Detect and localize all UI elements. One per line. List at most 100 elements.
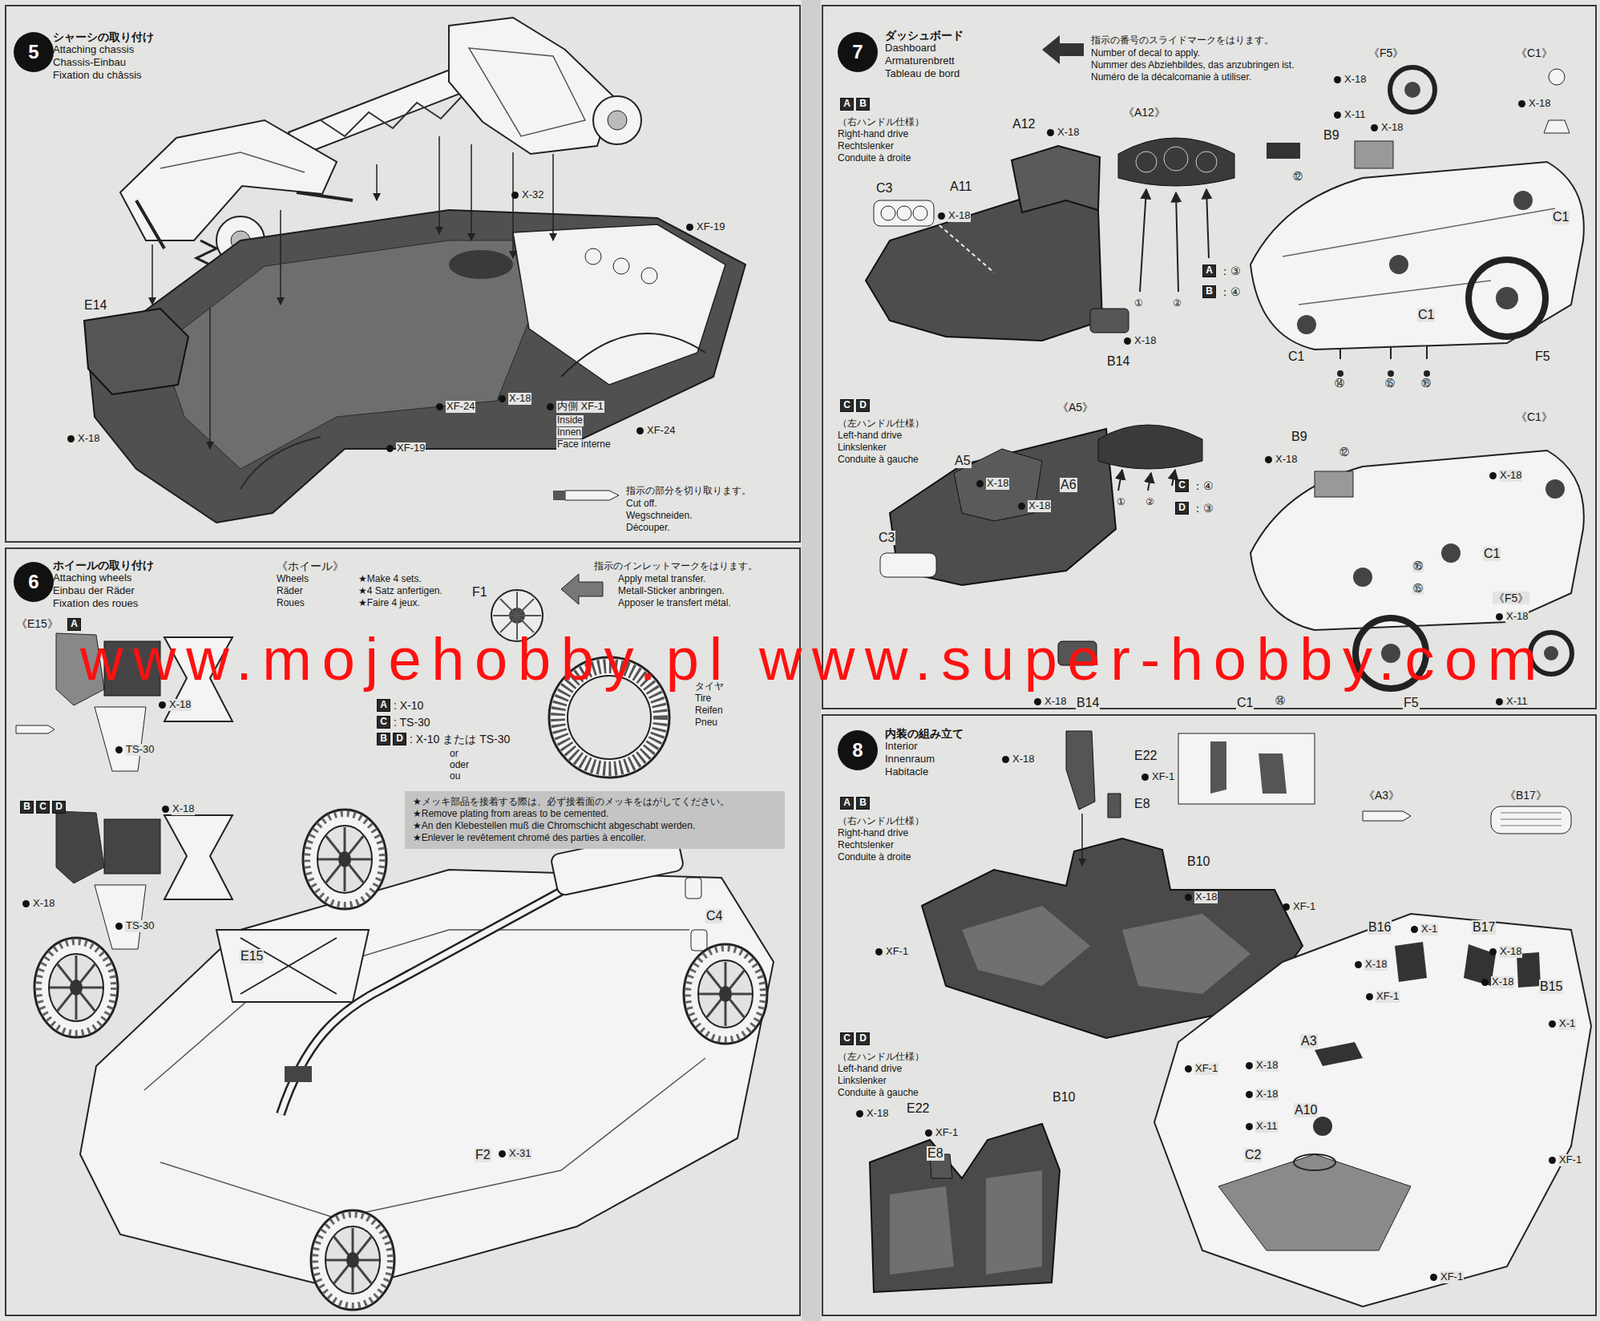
instruction-text: ② bbox=[1144, 496, 1156, 509]
step-number: 5 bbox=[28, 42, 39, 62]
section-label: 《C1》 bbox=[1515, 46, 1554, 60]
interior-assembly bbox=[1394, 941, 1427, 982]
interior-assembly bbox=[1293, 1154, 1336, 1171]
section-label: 《ホイール》 bbox=[275, 559, 345, 573]
tire bbox=[567, 675, 651, 760]
wheel-f1 bbox=[491, 589, 543, 642]
tire bbox=[549, 657, 670, 778]
step-heading: Attaching wheels bbox=[52, 571, 154, 585]
part-e15-a bbox=[16, 633, 233, 772]
dashboard-rhd bbox=[865, 137, 1235, 341]
part-e15-bcd bbox=[94, 884, 146, 950]
part-e15-a bbox=[56, 633, 105, 706]
paint-choice: : X-10 bbox=[392, 698, 425, 712]
instruction-text: Apposer le transfert métal. bbox=[617, 597, 732, 610]
instruction-text: Räder bbox=[275, 585, 304, 598]
instruction-text: タイヤ bbox=[694, 681, 725, 693]
instruction-text: ⑫ bbox=[1338, 447, 1350, 459]
interior-assembly bbox=[1314, 1042, 1363, 1067]
section-label: 《F5》 bbox=[1367, 46, 1405, 60]
part-e15-a bbox=[94, 707, 146, 772]
paint-code: X-18 bbox=[1498, 469, 1523, 482]
step-heading: シャーシの取り付け bbox=[52, 30, 154, 44]
part-number: A10 bbox=[1293, 1103, 1318, 1118]
caution-text: ★An den Klebestellen muß die Chromschich… bbox=[412, 820, 777, 833]
assembly-arrows bbox=[512, 152, 514, 259]
dashboard-assembly-lhd bbox=[1545, 479, 1565, 499]
interior-assembly bbox=[1154, 913, 1592, 1307]
car-underside bbox=[284, 1066, 312, 1083]
part-number: B14 bbox=[1075, 695, 1100, 711]
small-parts bbox=[1490, 806, 1572, 834]
part-number: B10 bbox=[1051, 1090, 1076, 1105]
wheels bbox=[303, 809, 387, 910]
paint-code: X-11 bbox=[1505, 695, 1529, 708]
text-group: 内装の組み立てInteriorInnenraumHabitacle bbox=[884, 727, 964, 779]
step-heading: Fixation des roues bbox=[52, 597, 154, 611]
dashboard-rhd bbox=[933, 220, 994, 273]
car-underside bbox=[280, 891, 562, 1115]
steering-wheel-top bbox=[1389, 67, 1435, 113]
instruction-text: （右ハンドル仕様） bbox=[836, 117, 926, 129]
paint-code: X-18 bbox=[171, 803, 195, 816]
dashboard-rhd bbox=[913, 206, 928, 221]
version-letter-box: D bbox=[52, 800, 66, 814]
instruction-text: ⑭ bbox=[1333, 378, 1346, 390]
instruction-text: Left-hand drive bbox=[836, 1063, 903, 1075]
paint-code: X-18 bbox=[1490, 976, 1515, 989]
step-heading: Innenraum bbox=[884, 752, 964, 766]
part-number: F5 bbox=[1402, 695, 1420, 711]
paint-choice: ：④ bbox=[1218, 285, 1242, 299]
instruction-text: Rechtslenker bbox=[836, 840, 895, 852]
dashboard-assembly-lhd bbox=[1381, 643, 1401, 663]
version-letter-box: D bbox=[856, 1032, 870, 1046]
version-letter-box: D bbox=[856, 399, 870, 413]
paint-code: XF-24 bbox=[646, 424, 676, 437]
car-underside bbox=[240, 937, 337, 994]
chassis-floor bbox=[88, 210, 746, 523]
part-number: C4 bbox=[705, 909, 724, 924]
part-number: E15 bbox=[239, 949, 264, 964]
interior-tub-lhd bbox=[985, 1170, 1043, 1275]
paint-code: X-18 bbox=[1056, 126, 1080, 139]
dashboard-assembly-rhd bbox=[1389, 254, 1409, 275]
dashboard-assembly-rhd bbox=[1296, 315, 1317, 335]
version-letter-box: C bbox=[376, 715, 391, 729]
chassis-floor bbox=[585, 248, 602, 265]
caution-text: ★Enlever le revêtement chromé des partie… bbox=[412, 832, 777, 845]
instruction-text: ★Make 4 sets. bbox=[357, 573, 423, 586]
small-parts bbox=[1362, 811, 1411, 821]
instruction-text: Pneu bbox=[694, 717, 719, 729]
paint-code: X-18 bbox=[168, 698, 192, 712]
rear-subframe bbox=[320, 92, 465, 137]
version-letter-box: C bbox=[840, 1032, 854, 1046]
version-letter-box: C bbox=[840, 399, 854, 413]
text-group: ダッシュボードDashboardArmaturenbrettTableau de… bbox=[884, 28, 964, 81]
version-letter-box: B bbox=[1202, 285, 1217, 299]
step-heading: ホイールの取り付け bbox=[52, 558, 154, 572]
decal-arrow bbox=[1042, 35, 1084, 65]
part-e15-a bbox=[104, 641, 161, 696]
version-letter-box: A bbox=[840, 97, 854, 111]
part-number: F5 bbox=[1534, 349, 1552, 364]
version-letter-box: C bbox=[36, 800, 50, 814]
paint-code: X-18 bbox=[32, 897, 56, 910]
paint-code: X-18 bbox=[985, 477, 1010, 490]
section-label: 《A3》 bbox=[1362, 788, 1401, 802]
part-number: B16 bbox=[1367, 920, 1392, 935]
instruction-text: Reifen bbox=[694, 705, 724, 717]
interior-assembly bbox=[1516, 952, 1541, 988]
part-number: B17 bbox=[1471, 920, 1496, 935]
instruction-text: Nummer des Abziehbildes, das anzubringen… bbox=[1090, 60, 1295, 72]
chassis-floor bbox=[240, 436, 321, 489]
interior-tub-lhd bbox=[869, 1123, 1060, 1293]
assembly-arrows bbox=[279, 210, 282, 305]
wheel-f1 bbox=[492, 591, 542, 640]
paint-code: X-18 bbox=[947, 210, 971, 223]
step-heading: Attaching chassis bbox=[52, 43, 154, 57]
paint-code: XF-1 bbox=[934, 1127, 959, 1140]
dashboard-assembly-lhd bbox=[1530, 632, 1572, 675]
version-letter-box: D bbox=[1175, 501, 1189, 515]
interior-tub-rhd bbox=[1178, 733, 1315, 805]
